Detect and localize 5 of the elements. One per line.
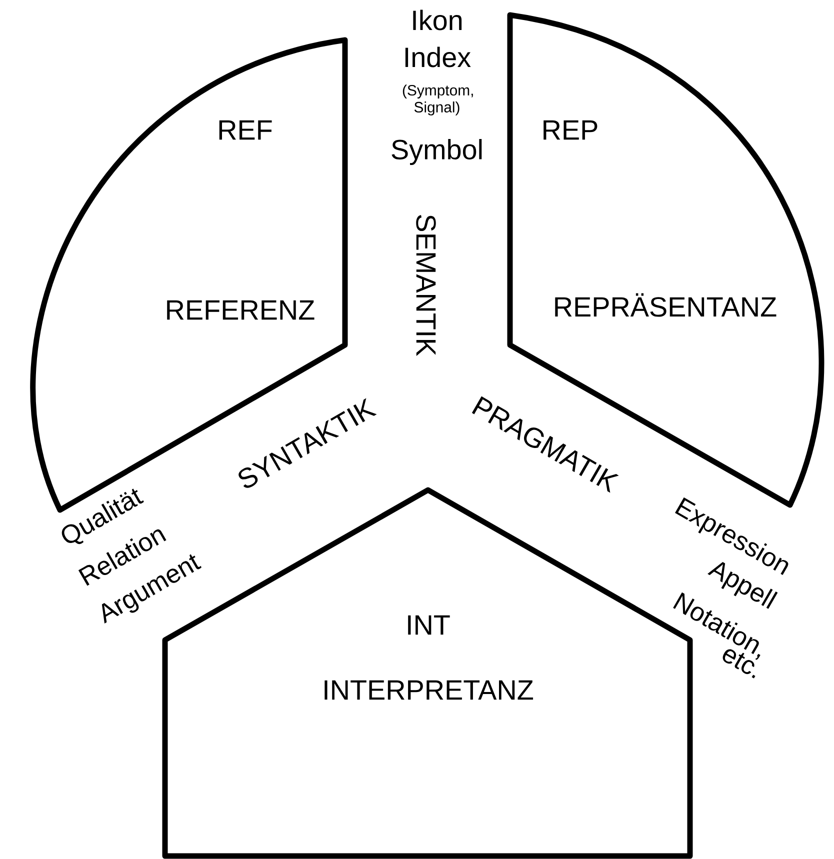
text-label: Index [405,46,471,68]
text-label: Ikon [413,10,462,30]
text-label: SEMANTIK [416,214,436,356]
text-label: Symbol [392,139,482,165]
text-label: (Symptom, Signal) [402,84,473,116]
